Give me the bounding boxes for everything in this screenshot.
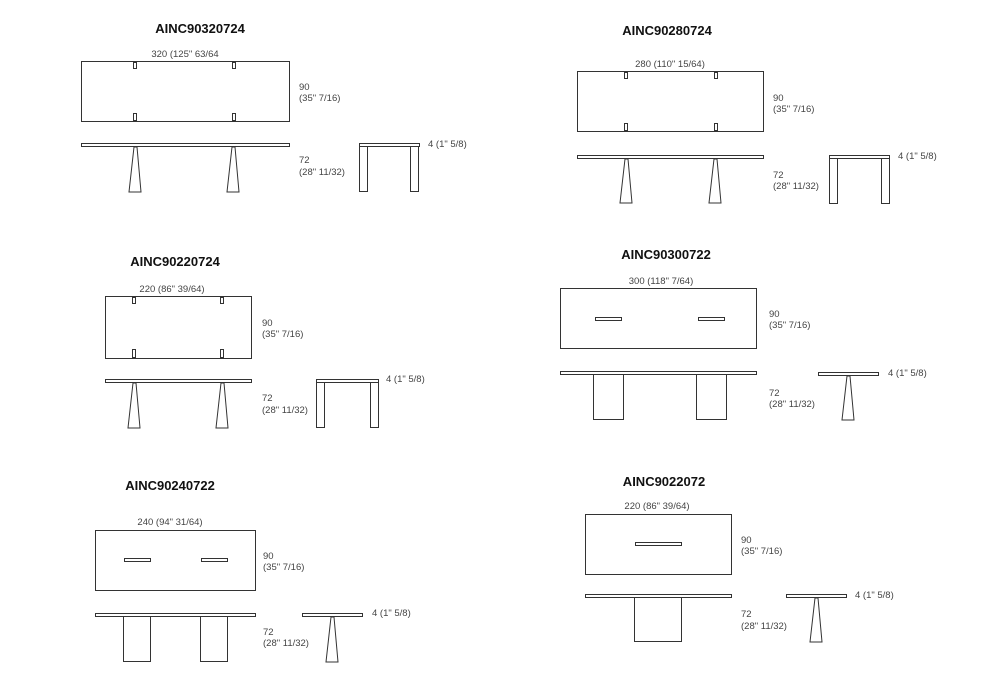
depth-dimension-inches: (35" 7/16): [773, 104, 815, 115]
height-dimension-inches: (28" 11/32): [262, 405, 308, 416]
cone-leg: [128, 146, 142, 193]
thickness-dimension: 4 (1" 5/8): [855, 590, 894, 601]
height-dimension-inches: (28" 11/32): [263, 638, 309, 649]
thickness-dimension: 4 (1" 5/8): [888, 368, 927, 379]
height-dimension: 72: [773, 170, 784, 181]
height-dimension: 72: [299, 155, 310, 166]
thickness-dimension: 4 (1" 5/8): [372, 608, 411, 619]
height-dimension-inches: (28" 11/32): [299, 167, 345, 178]
depth-dimension-inches: (35" 7/16): [769, 320, 811, 331]
drawing-ainc90220724: [105, 296, 379, 429]
drawing-ainc90280724: [577, 71, 890, 204]
height-dimension-inches: (28" 11/32): [741, 621, 787, 632]
depth-dimension-inches: (35" 7/16): [262, 329, 304, 340]
product-code: AINC9022072: [622, 474, 706, 489]
height-dimension-inches: (28" 11/32): [769, 399, 815, 410]
width-dimension: 240 (94" 31/64): [137, 517, 203, 528]
product-code: AINC90280724: [622, 23, 712, 38]
depth-dimension-inches: (35" 7/16): [263, 562, 305, 573]
drawing-ainc90300722: [560, 288, 879, 421]
height-dimension: 72: [769, 388, 780, 399]
product-code: AINC90320724: [155, 21, 245, 36]
drawing-ainc90240722: [95, 530, 363, 663]
height-dimension: 72: [263, 627, 274, 638]
depth-dimension: 90: [262, 318, 273, 329]
end-view-top: [359, 143, 420, 147]
drawing-ainc90320724: [81, 61, 420, 193]
thickness-dimension: 4 (1" 5/8): [898, 151, 937, 162]
height-dimension: 72: [262, 393, 273, 404]
depth-dimension: 90: [299, 82, 310, 93]
width-dimension: 300 (118" 7/64): [628, 276, 694, 287]
depth-dimension-inches: (35" 7/16): [299, 93, 341, 104]
depth-dimension: 90: [263, 551, 274, 562]
cone-leg: [226, 146, 240, 193]
depth-dimension: 90: [769, 309, 780, 320]
width-dimension: 280 (110" 15/64): [635, 59, 705, 70]
height-dimension: 72: [741, 609, 752, 620]
product-code: AINC90240722: [125, 478, 215, 493]
side-view-top: [81, 143, 290, 147]
top-view: [81, 61, 290, 122]
width-dimension: 320 (125" 63/64: [151, 49, 219, 60]
depth-dimension-inches: (35" 7/16): [741, 546, 783, 557]
product-code: AINC90300722: [621, 247, 711, 262]
thickness-dimension: 4 (1" 5/8): [428, 139, 467, 150]
product-code: AINC90220724: [130, 254, 220, 269]
width-dimension: 220 (86" 39/64): [139, 284, 205, 295]
depth-dimension: 90: [741, 535, 752, 546]
thickness-dimension: 4 (1" 5/8): [386, 374, 425, 385]
depth-dimension: 90: [773, 93, 784, 104]
drawing-ainc9022072: [585, 514, 847, 643]
height-dimension-inches: (28" 11/32): [773, 181, 819, 192]
width-dimension: 220 (86" 39/64): [624, 501, 690, 512]
